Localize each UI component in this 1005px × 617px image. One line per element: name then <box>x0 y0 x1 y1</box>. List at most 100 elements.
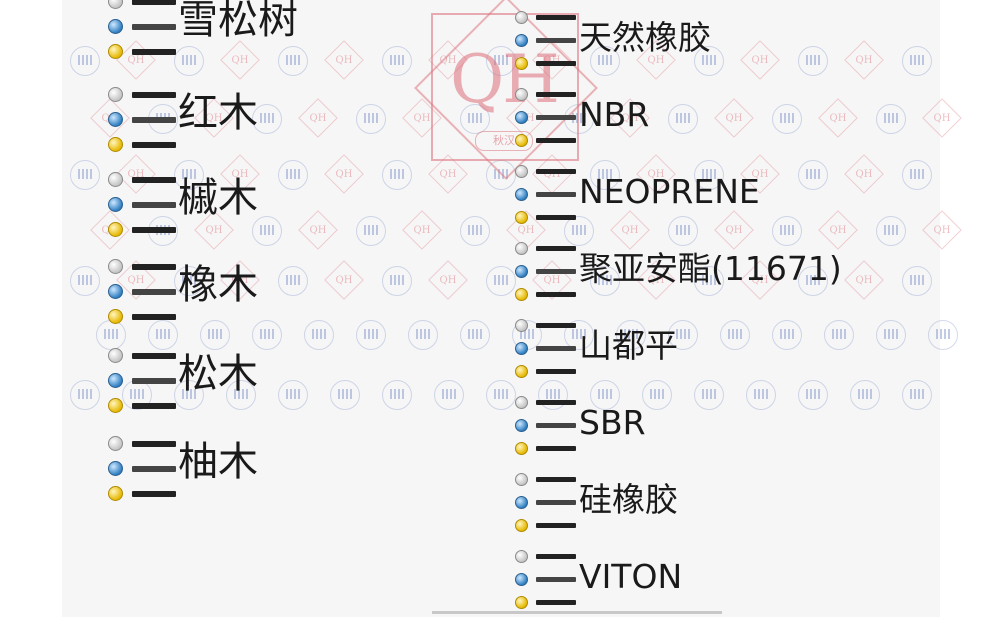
material-label: 红木 <box>178 90 258 136</box>
material-item[interactable]: 硅橡胶 <box>515 467 678 532</box>
list-line-icon <box>536 523 576 528</box>
blue-dot-icon <box>515 419 528 432</box>
list-line-icon <box>536 38 576 43</box>
yellow-dot-icon <box>108 309 123 324</box>
list-line-icon <box>132 378 176 384</box>
gray-dot-icon <box>108 0 123 9</box>
blue-dot-icon <box>515 342 528 355</box>
blue-dot-icon <box>515 111 528 124</box>
gray-dot-icon <box>108 172 123 187</box>
list-line-icon <box>536 346 576 351</box>
yellow-dot-icon <box>108 44 123 59</box>
material-label: 橡木 <box>178 262 258 308</box>
material-list-panel <box>62 0 940 617</box>
traffic-light-list-icon <box>515 313 579 378</box>
material-item[interactable]: 橡木 <box>108 253 258 324</box>
list-line-icon <box>132 264 176 270</box>
gray-dot-icon <box>515 473 528 486</box>
blue-dot-icon <box>515 188 528 201</box>
material-item[interactable]: 天然橡胶 <box>515 5 711 70</box>
list-line-icon <box>132 314 176 320</box>
material-label: NBR <box>579 94 650 134</box>
traffic-light-list-icon <box>515 5 579 70</box>
list-line-icon <box>132 92 176 98</box>
material-label: 天然橡胶 <box>579 17 711 57</box>
list-line-icon <box>536 138 576 143</box>
gray-dot-icon <box>108 259 123 274</box>
list-line-icon <box>536 61 576 66</box>
blue-dot-icon <box>515 496 528 509</box>
list-line-icon <box>536 500 576 505</box>
qh-logo-watermark: QH 秋汉 <box>414 0 598 180</box>
traffic-light-list-icon <box>108 0 178 59</box>
blue-dot-icon <box>108 373 123 388</box>
list-line-icon <box>132 24 176 30</box>
material-item[interactable]: VITON <box>515 544 683 609</box>
material-label: SBR <box>579 402 646 442</box>
list-line-icon <box>536 246 576 251</box>
yellow-dot-icon <box>108 222 123 237</box>
list-line-icon <box>536 15 576 20</box>
material-item[interactable]: 红木 <box>108 81 258 152</box>
gray-dot-icon <box>515 242 528 255</box>
material-item[interactable]: SBR <box>515 391 646 455</box>
material-label: 雪松树 <box>178 0 298 43</box>
yellow-dot-icon <box>108 137 123 152</box>
yellow-dot-icon <box>108 486 123 501</box>
list-line-icon <box>536 554 576 559</box>
list-line-icon <box>536 215 576 220</box>
traffic-light-list-icon <box>108 81 178 152</box>
material-item[interactable]: 雪松树 <box>108 0 298 59</box>
traffic-light-list-icon <box>515 159 579 224</box>
traffic-light-list-icon <box>515 82 579 147</box>
bottom-divider <box>432 611 722 614</box>
material-item[interactable]: NBR <box>515 82 650 147</box>
gray-dot-icon <box>108 87 123 102</box>
list-line-icon <box>536 269 576 274</box>
list-line-icon <box>132 49 176 55</box>
material-label: 山都平 <box>579 325 678 365</box>
material-item[interactable]: 槭木 <box>108 166 258 237</box>
traffic-light-list-icon <box>108 166 178 237</box>
list-line-icon <box>132 466 176 472</box>
traffic-light-list-icon <box>515 467 579 532</box>
material-label: 柚木 <box>178 439 258 485</box>
list-line-icon <box>536 115 576 120</box>
gray-dot-icon <box>515 11 528 24</box>
list-line-icon <box>132 289 176 295</box>
gray-dot-icon <box>515 88 528 101</box>
yellow-dot-icon <box>108 398 123 413</box>
material-label: NEOPRENE <box>579 171 760 211</box>
traffic-light-list-icon <box>108 430 178 501</box>
gray-dot-icon <box>515 165 528 178</box>
list-line-icon <box>536 477 576 482</box>
gray-dot-icon <box>108 348 123 363</box>
list-line-icon <box>536 577 576 582</box>
material-label: 槭木 <box>178 175 258 221</box>
material-item[interactable]: NEOPRENE <box>515 159 760 224</box>
traffic-light-list-icon <box>108 342 178 413</box>
list-line-icon <box>536 446 576 451</box>
material-label: 聚亚安酯(11671) <box>579 248 842 288</box>
blue-dot-icon <box>515 265 528 278</box>
blue-dot-icon <box>515 573 528 586</box>
list-line-icon <box>132 403 176 409</box>
traffic-light-list-icon <box>108 253 178 324</box>
list-line-icon <box>536 169 576 174</box>
list-line-icon <box>132 177 176 183</box>
blue-dot-icon <box>108 461 123 476</box>
blue-dot-icon <box>108 197 123 212</box>
logo-square <box>431 13 579 161</box>
material-item[interactable]: 松木 <box>108 342 258 413</box>
material-label: VITON <box>579 556 683 596</box>
traffic-light-list-icon <box>515 544 579 609</box>
list-line-icon <box>536 369 576 374</box>
list-line-icon <box>536 92 576 97</box>
yellow-dot-icon <box>515 211 528 224</box>
material-label: 松木 <box>178 351 258 397</box>
material-item[interactable]: 柚木 <box>108 430 258 501</box>
material-item[interactable]: 聚亚安酯(11671) <box>515 237 842 301</box>
yellow-dot-icon <box>515 57 528 70</box>
list-line-icon <box>536 423 576 428</box>
material-item[interactable]: 山都平 <box>515 313 678 378</box>
